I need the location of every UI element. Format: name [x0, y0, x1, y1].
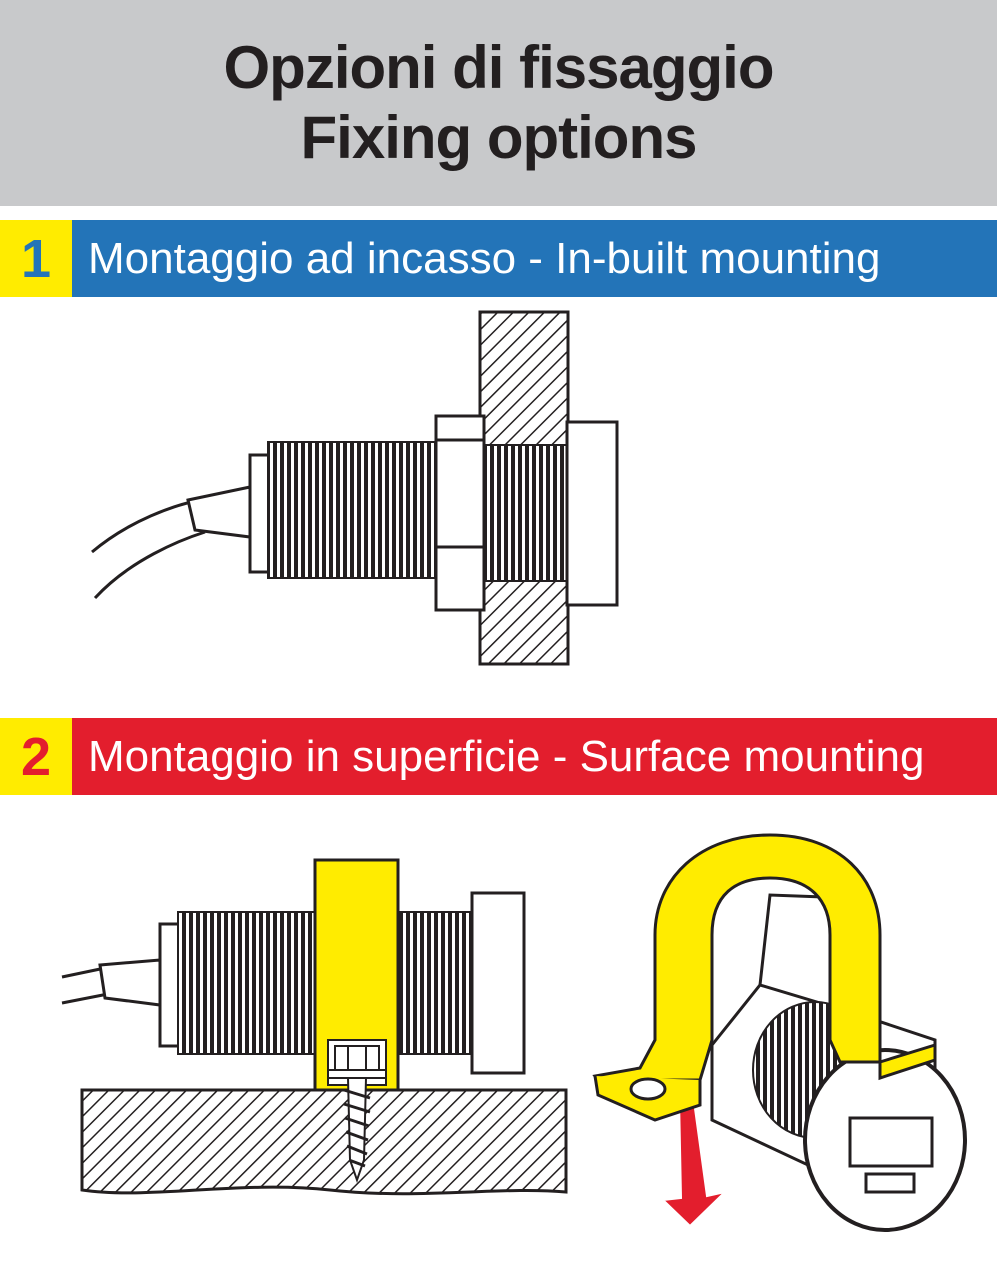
- section-1-label: Montaggio ad incasso - In-built mounting: [72, 220, 997, 297]
- cable-gland: [98, 958, 162, 1007]
- cable-gland: [186, 485, 252, 539]
- red-arrow-icon: [660, 1092, 729, 1228]
- surface-mounting-diagram: [61, 833, 967, 1232]
- in-built-mounting-diagram: [91, 310, 619, 666]
- mounting-surface: [80, 1088, 568, 1196]
- lock-nut: [434, 414, 486, 612]
- title-italian: Opzioni di fissaggio: [223, 34, 775, 101]
- title-english: Fixing options: [300, 104, 698, 171]
- cable: [91, 498, 206, 600]
- section-2-number: 2: [0, 718, 72, 795]
- sensor-face: [565, 420, 619, 607]
- section-1-number: 1: [0, 220, 72, 297]
- section-2-label: Montaggio in superficie - Surface mounti…: [72, 718, 997, 795]
- threaded-body-right: [481, 444, 568, 582]
- title-header: Opzioni di fissaggio Fixing options: [0, 0, 997, 206]
- sensor-face: [470, 891, 526, 1075]
- threaded-body-left: [267, 441, 437, 579]
- yellow-clamp-icon: [592, 833, 937, 1122]
- section-2-header: 2 Montaggio in superficie - Surface moun…: [0, 718, 997, 795]
- cable: [61, 966, 109, 1005]
- section-1-header: 1 Montaggio ad incasso - In-built mounti…: [0, 220, 997, 297]
- screw: [327, 1045, 387, 1184]
